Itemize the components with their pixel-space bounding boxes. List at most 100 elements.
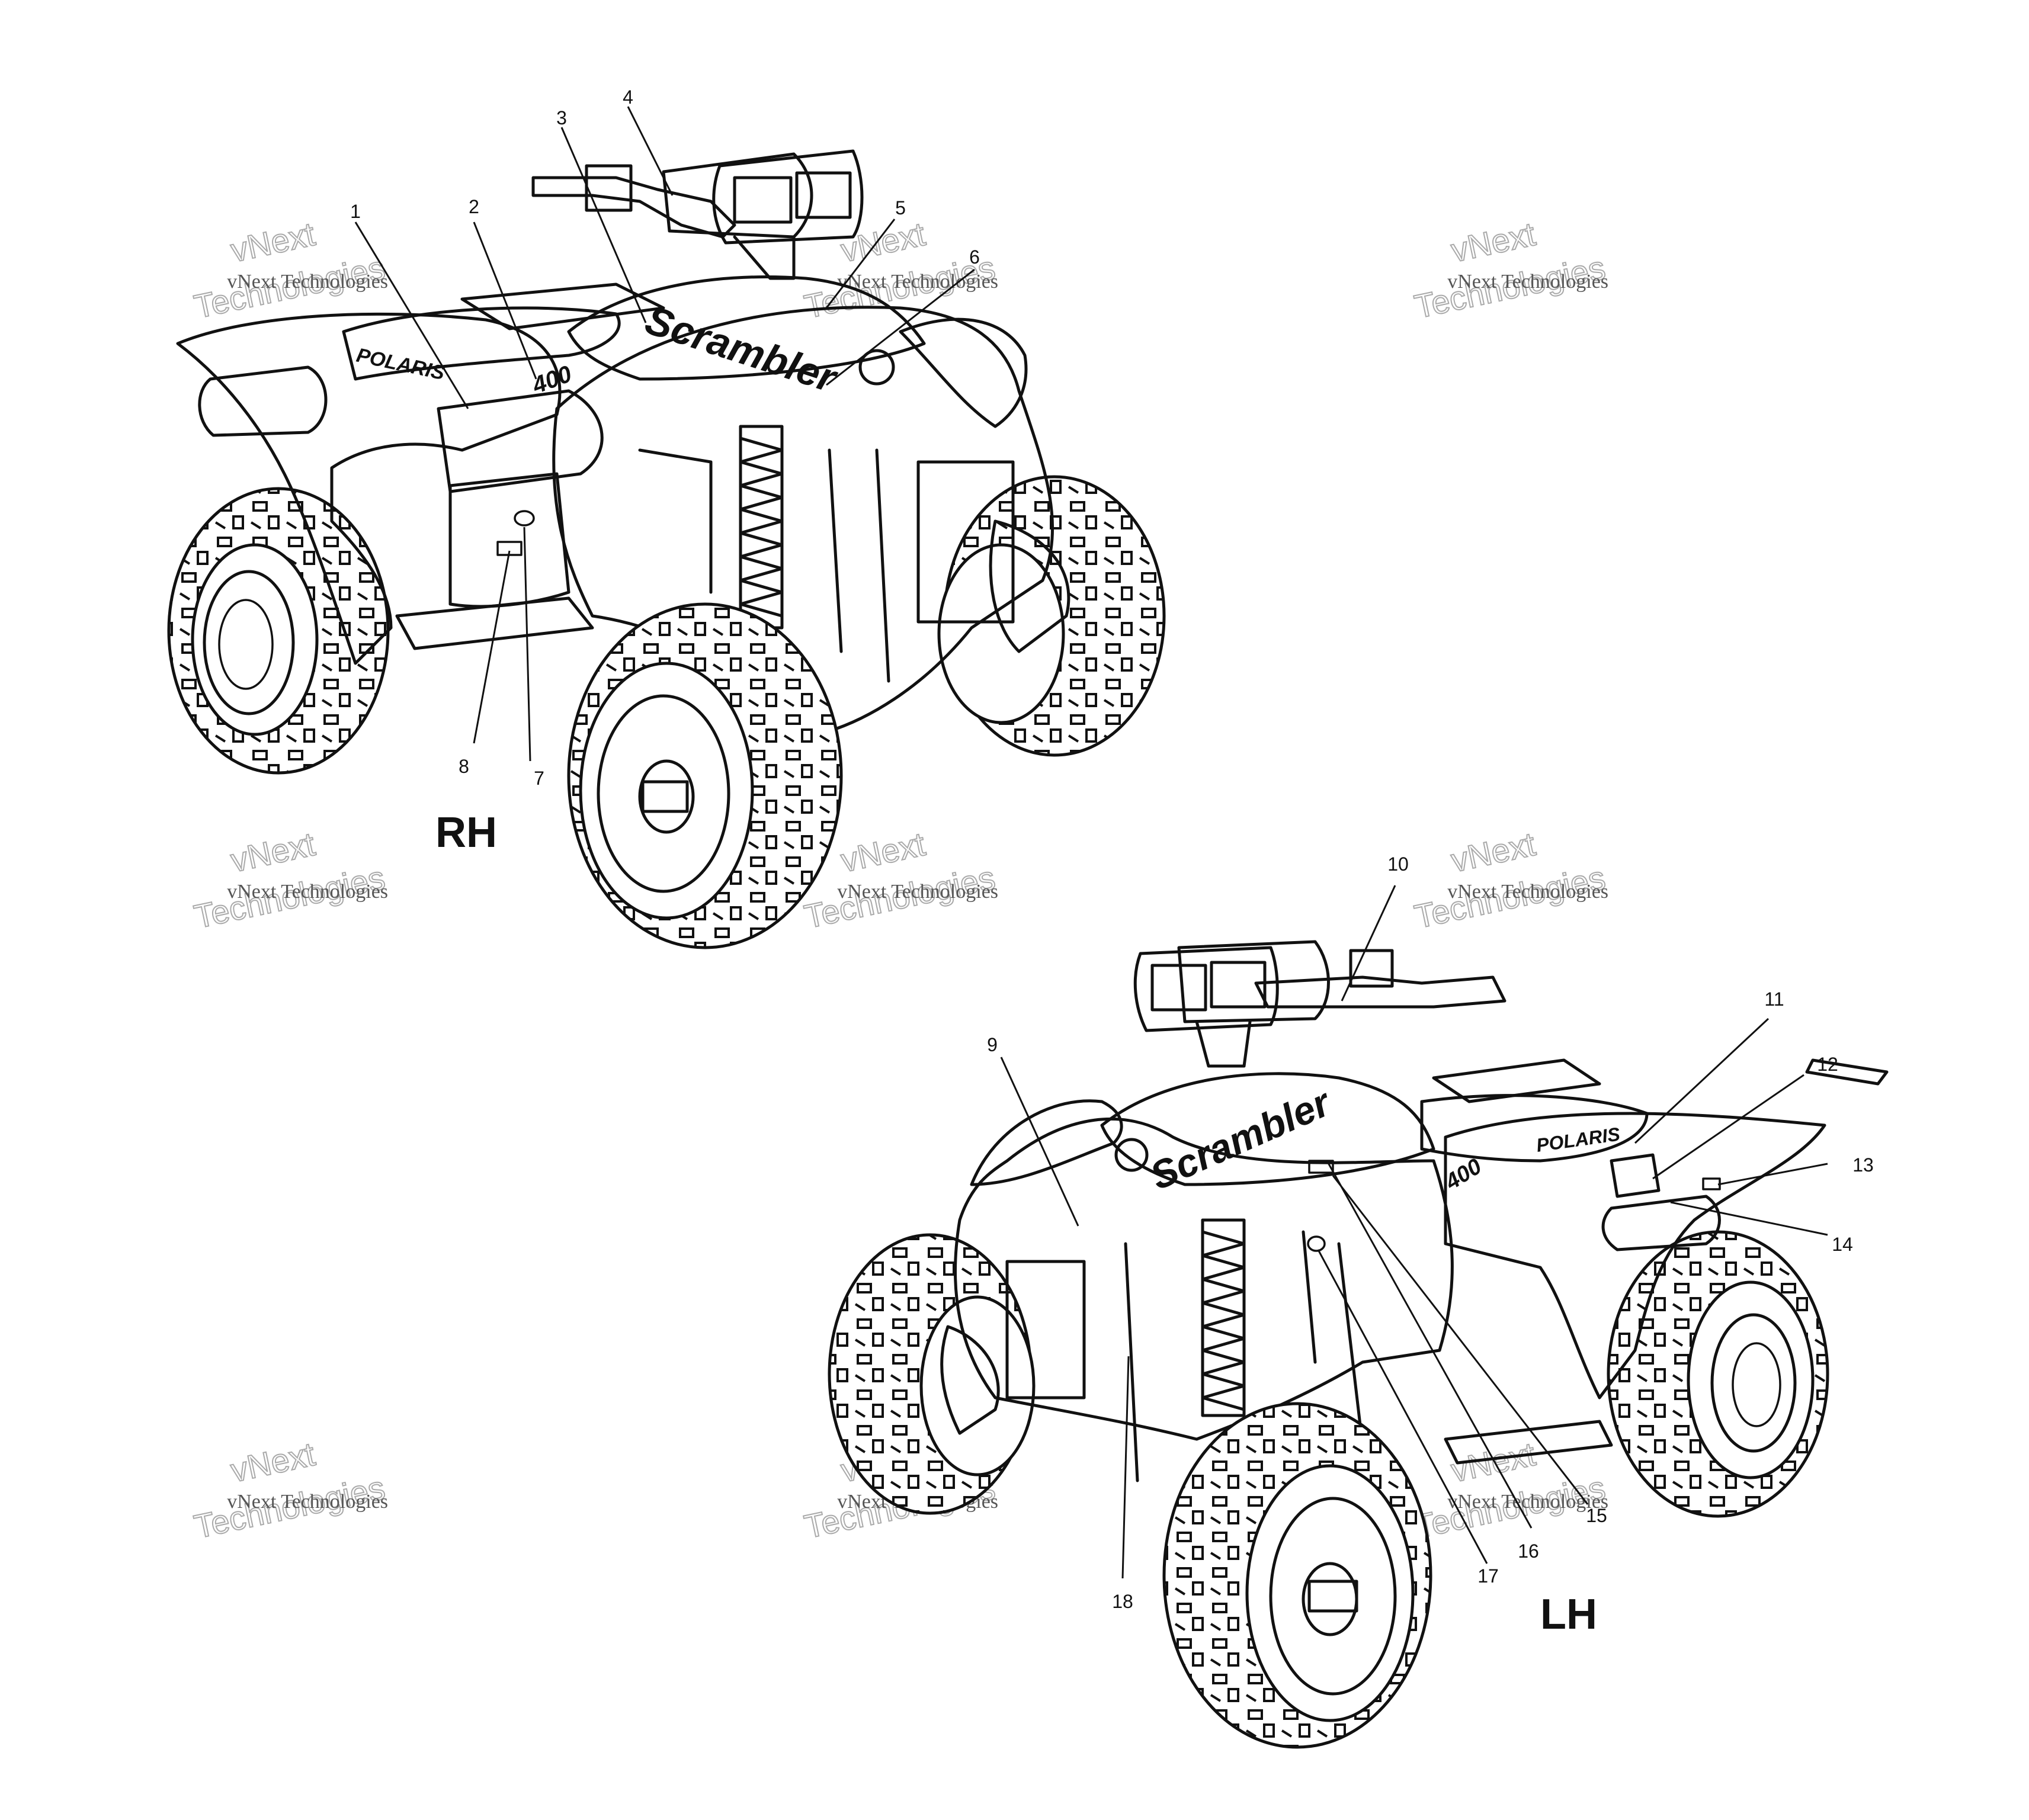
lh-rear-rack — [1432, 1058, 1601, 1103]
leader-line-1 — [354, 222, 469, 409]
rh-front-far-wheel — [937, 475, 1166, 757]
rh-front-bumper — [989, 519, 1070, 653]
rh-handlebars — [531, 152, 813, 280]
leader-line-18 — [1121, 1356, 1130, 1579]
callout-17: 17 — [1477, 1565, 1499, 1587]
rh-fuel-tank — [567, 275, 926, 381]
leader-line-13 — [1717, 1163, 1828, 1186]
svg-text:vNext: vNext — [227, 1435, 319, 1489]
svg-text:vNext: vNext — [227, 215, 319, 269]
rh-frame-lines — [638, 448, 890, 683]
lh-front-bumper — [940, 1325, 1000, 1435]
lh-frame-lines — [1124, 1230, 1364, 1482]
lh-round-label — [1307, 1235, 1326, 1252]
atv-lh-view: POLARIS Scrambler 400 — [828, 940, 1889, 1749]
callout-12: 12 — [1817, 1054, 1838, 1075]
lh-fuel-cap-emblem — [1114, 1138, 1149, 1172]
leader-line-5 — [825, 219, 896, 309]
callout-14: 14 — [1832, 1234, 1853, 1255]
svg-text:vNext: vNext — [838, 215, 929, 269]
lh-400-decal: 400 — [1441, 1154, 1486, 1195]
callout-7: 7 — [534, 768, 544, 789]
lh-rear-fender — [1444, 1112, 1826, 1399]
leader-line-3 — [560, 127, 647, 323]
watermark: Technologies vNext vNext Technologies — [1411, 824, 1609, 936]
rh-headlight-pod — [712, 149, 864, 245]
watermark: Technologies vNext vNext Technologies — [190, 1434, 389, 1546]
svg-text:vNext Technologies: vNext Technologies — [1447, 881, 1608, 903]
svg-text:vNext: vNext — [838, 825, 929, 879]
lh-shock — [1201, 1218, 1246, 1417]
lh-front-far-wheel — [828, 1233, 1036, 1515]
leader-line-2 — [473, 222, 537, 380]
lh-polaris-decal: POLARIS — [1535, 1123, 1622, 1156]
rh-seat — [342, 306, 621, 381]
leader-line-12 — [1652, 1074, 1804, 1180]
callout-8: 8 — [459, 756, 469, 777]
rh-side-panel — [437, 389, 604, 493]
callout-numbers: 1 2 3 4 5 6 7 8 9 10 11 12 13 14 15 16 1… — [350, 86, 1874, 1612]
svg-text:vNext: vNext — [1448, 825, 1539, 879]
lh-front-near-wheel — [1162, 1402, 1432, 1749]
watermark: Technologies vNext vNext Technologies — [190, 824, 389, 936]
callout-10: 10 — [1387, 853, 1409, 875]
svg-text:vNext Technologies: vNext Technologies — [227, 271, 388, 293]
rh-front-near-wheel — [567, 602, 843, 949]
leader-line-8 — [473, 550, 511, 744]
lh-rack-decal — [1805, 1058, 1889, 1086]
lh-radiator-grille — [1005, 1260, 1086, 1399]
lh-tank-side-label — [1308, 1160, 1334, 1174]
lh-rear-wheel — [1607, 1230, 1829, 1518]
leader-line-7 — [523, 527, 531, 762]
leader-line-17 — [1317, 1249, 1488, 1564]
rh-footrest — [395, 596, 594, 650]
callout-1: 1 — [350, 201, 361, 222]
rh-front-fender-flare — [899, 317, 1028, 428]
leader-line-10 — [1341, 885, 1396, 1002]
rh-footwell — [448, 472, 570, 608]
rh-radiator-grille — [916, 460, 1015, 624]
leader-line-16 — [1326, 1160, 1533, 1529]
svg-text:vNext Technologies: vNext Technologies — [837, 881, 998, 903]
leader-lines — [354, 106, 1828, 1579]
callout-13: 13 — [1852, 1154, 1874, 1176]
callout-2: 2 — [469, 196, 479, 217]
svg-text:vNext Technologies: vNext Technologies — [227, 881, 388, 903]
svg-text:vNext: vNext — [227, 825, 319, 879]
rh-front-fender — [552, 306, 1054, 736]
rh-rear-wheel — [167, 487, 390, 775]
svg-text:vNext: vNext — [1448, 215, 1539, 269]
callout-4: 4 — [623, 86, 633, 108]
lh-fuel-tank — [1100, 1072, 1435, 1186]
svg-text:vNext Technologies: vNext Technologies — [227, 1491, 388, 1513]
rh-round-label — [514, 510, 535, 527]
svg-text:vNext Technologies: vNext Technologies — [1447, 271, 1608, 293]
callout-15: 15 — [1586, 1505, 1607, 1526]
lh-rear-warning-label — [1610, 1153, 1661, 1198]
callout-3: 3 — [556, 107, 567, 129]
lh-headlight-pod — [1133, 946, 1279, 1032]
leader-line-15 — [1332, 1175, 1589, 1505]
leader-line-11 — [1634, 1017, 1770, 1144]
lh-front-fender-flare — [970, 1099, 1123, 1186]
callout-18: 18 — [1112, 1591, 1133, 1612]
callout-9: 9 — [987, 1034, 998, 1055]
leader-line-9 — [1000, 1057, 1079, 1227]
lh-seat — [1420, 1094, 1649, 1163]
callout-5: 5 — [895, 197, 906, 219]
callout-6: 6 — [969, 246, 980, 268]
watermark: Technologies vNext vNext Technologies — [1411, 214, 1609, 326]
watermark: Technologies vNext vNext Technologies — [1411, 1434, 1609, 1546]
rh-shock — [739, 425, 784, 630]
rh-fuel-cap-emblem — [858, 349, 895, 386]
leader-line-6 — [826, 268, 975, 386]
svg-text:vNext Technologies: vNext Technologies — [1447, 1491, 1608, 1513]
view-label-lh: LH — [1540, 1591, 1597, 1638]
leader-line-14 — [1670, 1201, 1828, 1236]
view-label-rh: RH — [435, 809, 497, 856]
callout-11: 11 — [1764, 988, 1784, 1010]
rh-exhaust — [198, 365, 328, 437]
rh-rear-rack — [460, 283, 665, 330]
